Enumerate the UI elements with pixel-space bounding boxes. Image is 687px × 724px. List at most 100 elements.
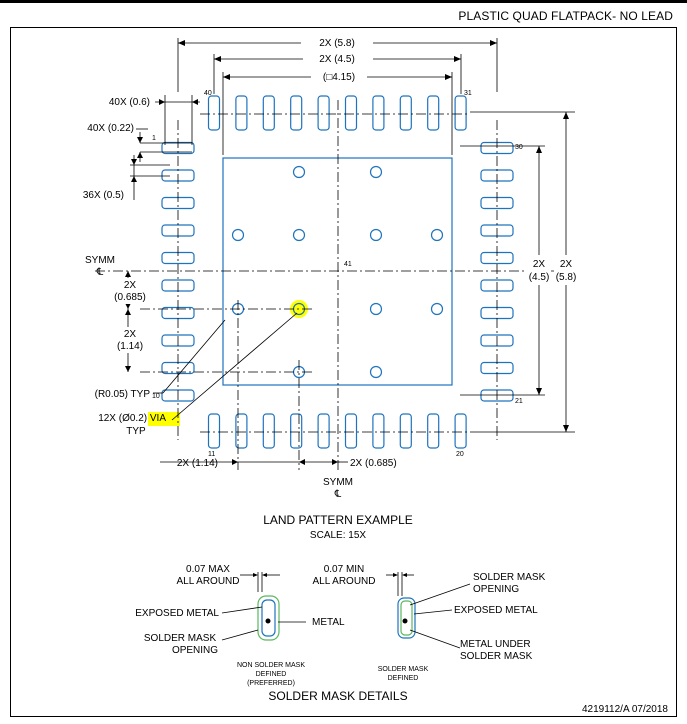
- symm-label-bottom: SYMM: [323, 477, 353, 488]
- pad-bottom-14: [290, 413, 303, 449]
- via-4: [292, 228, 306, 242]
- vias: [231, 165, 444, 379]
- symm-label-left: SYMM: [85, 255, 115, 266]
- nsmd-cap-2: DEFINED: [256, 671, 287, 678]
- dim-114-left-a: 2X: [124, 329, 137, 340]
- via-12: [369, 365, 383, 379]
- pad-top-39: [235, 95, 248, 131]
- via-1: [292, 165, 306, 179]
- smd-around: ALL AROUND: [313, 576, 376, 587]
- pad-bottom-15: [317, 413, 330, 449]
- nsmd-max: 0.07 MAX: [186, 564, 230, 575]
- nsmd-sm-1: SOLDER MASK: [144, 633, 217, 644]
- dim-pad-height: 40X (0.22): [87, 123, 134, 134]
- pin-31: 31: [464, 90, 472, 97]
- nsmd-exposed-metal: EXPOSED METAL: [135, 608, 219, 619]
- smd-min: 0.07 MIN: [324, 564, 365, 575]
- pin-21: 21: [515, 398, 523, 405]
- pad-bottom-17: [372, 413, 385, 449]
- pin-20: 20: [456, 451, 464, 458]
- dim-58r-b: (5.8): [556, 272, 577, 283]
- pin-10: 10: [152, 393, 160, 400]
- pad-bottom-19: [427, 413, 440, 449]
- pad-top-33: [399, 95, 412, 131]
- r005-leader: [162, 319, 226, 394]
- smd-mask-opening: [400, 600, 413, 636]
- pad-top-36: [317, 95, 330, 131]
- pad-bottom-11: [207, 413, 221, 449]
- pad-bottom-20: [454, 413, 467, 449]
- nsmd-metal: [261, 599, 276, 637]
- smd-metal: [397, 597, 416, 639]
- top-rule: [0, 0, 687, 3]
- via-9: [369, 302, 383, 316]
- dim-pitch: 36X (0.5): [83, 190, 124, 201]
- doc-number: 4219112/A 07/2018: [582, 704, 668, 715]
- pad-top-38: [262, 95, 275, 131]
- land-pattern-title: LAND PATTERN EXAMPLE: [263, 513, 413, 527]
- nsmd-metal-label: METAL: [312, 617, 345, 628]
- smd-center: [402, 618, 408, 624]
- via-label-highlight: [148, 412, 180, 426]
- dim-415-label: (□4.15): [323, 72, 355, 83]
- dim-0685-left-b: (0.685): [114, 292, 146, 303]
- smd-cap-1: SOLDER MASK: [378, 666, 429, 673]
- package-title: PLASTIC QUAD FLATPACK- NO LEAD: [458, 9, 673, 23]
- pad-bottom-16: [344, 413, 358, 449]
- dim-58r-a: 2X: [560, 259, 573, 270]
- smd-opening-1: SOLDER MASK: [473, 572, 546, 583]
- via-typ: TYP: [126, 426, 146, 437]
- dim-0685-bottom: 2X (0.685): [350, 458, 397, 469]
- dim-45r-b: (4.5): [529, 272, 550, 283]
- pads-bottom: [207, 413, 467, 449]
- smd-under-2: SOLDER MASK: [460, 651, 533, 662]
- smd-under-1: METAL UNDER: [460, 639, 531, 650]
- land-pattern-scale: SCALE: 15X: [310, 530, 366, 541]
- nsmd-around: ALL AROUND: [177, 576, 240, 587]
- pad-top-32: [427, 95, 440, 131]
- nsmd-cap-3: (PREFERRED): [247, 680, 295, 687]
- nsmd-center: [265, 618, 271, 624]
- pad-bottom-13: [262, 413, 275, 449]
- via-5: [369, 228, 383, 242]
- smd-opening-2: OPENING: [473, 584, 519, 595]
- cl-symbol-bottom: ℄: [334, 489, 342, 500]
- smd-exposed-metal: EXPOSED METAL: [454, 605, 538, 616]
- via-6: [430, 228, 444, 242]
- pad-top-37: [290, 95, 303, 131]
- pin-1: 1: [152, 135, 156, 142]
- cl-symbol-left: ℄: [96, 267, 104, 278]
- pads-right: [480, 141, 514, 402]
- pin-40: 40: [204, 90, 212, 97]
- pin-41: 41: [344, 261, 352, 268]
- dim-114-bottom: 2X (1.14): [177, 458, 218, 469]
- dim-0685-left-a: 2X: [124, 280, 137, 291]
- r005-label: (R0.05) TYP: [95, 389, 151, 400]
- pad-top-35: [344, 95, 358, 131]
- dim-45-label: 2X (4.5): [319, 54, 355, 65]
- via-3: [231, 228, 245, 242]
- thermal-pad: [222, 157, 453, 386]
- pad-bottom-18: [399, 413, 412, 449]
- pad-top-34: [372, 95, 385, 131]
- via-10: [430, 302, 444, 316]
- dim-pad-width: 40X (0.6): [109, 97, 150, 108]
- nsmd-sm-2: OPENING: [172, 645, 218, 656]
- pad-bottom-12: [235, 413, 248, 449]
- dim-114-left-b: (1.14): [117, 341, 143, 352]
- nsmd-cap-1: NON SOLDER MASK: [237, 662, 305, 669]
- pad-top-40: [207, 95, 221, 131]
- via-leader: [171, 312, 298, 421]
- via-label: 12X (Ø0.2) VIA: [98, 413, 166, 424]
- pin-30: 30: [515, 144, 523, 151]
- dim-58-label: 2X (5.8): [319, 38, 355, 49]
- smd-cap-2: DEFINED: [388, 675, 419, 682]
- drawing-frame: [10, 27, 677, 717]
- dim-45r-a: 2X: [533, 259, 546, 270]
- via-2: [369, 165, 383, 179]
- nsmd-mask-opening: [257, 595, 280, 641]
- pads-top: [207, 95, 467, 131]
- pad-top-31: [454, 95, 467, 131]
- solder-mask-title: SOLDER MASK DETAILS: [268, 689, 407, 703]
